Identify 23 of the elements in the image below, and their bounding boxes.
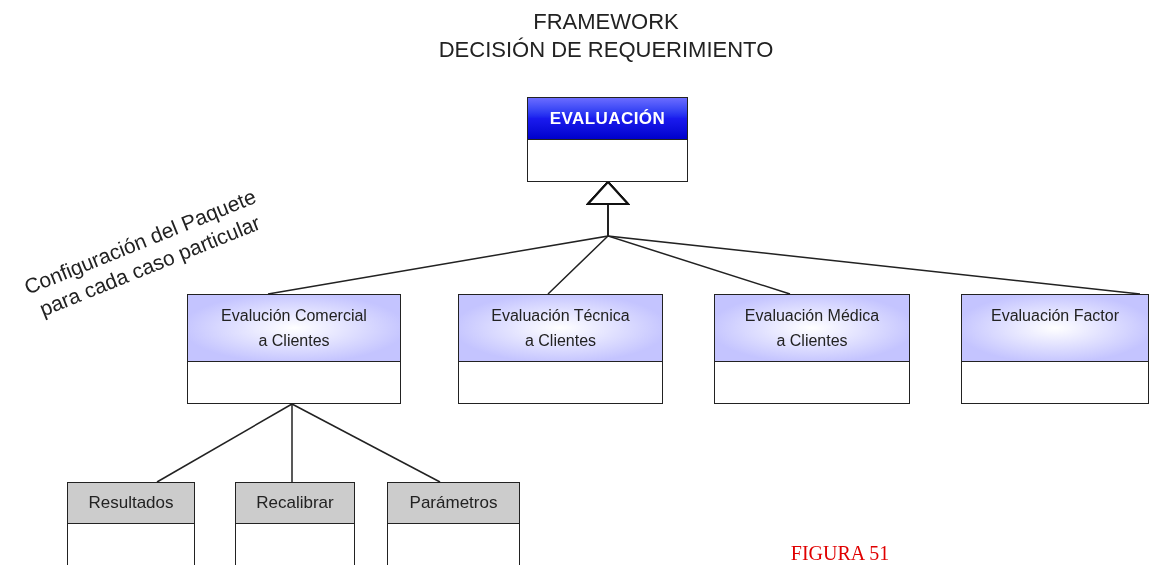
class-box: [458, 294, 663, 404]
generalization-arrow: [587, 181, 1141, 295]
class-box: [235, 482, 355, 565]
class-name: Recalibrar: [256, 492, 334, 515]
class-box: [527, 97, 688, 182]
connector-line: [291, 403, 441, 483]
class-box: [387, 482, 520, 565]
class-name: Evalución Comercial a Clientes: [220, 306, 368, 351]
diagram-title: FRAMEWORK: [532, 8, 680, 36]
class-name: Resultados: [88, 492, 174, 515]
subtitle: DECISIÓN DE REQUERIMIENTO: [437, 36, 775, 64]
class-name: EVALUACIÓN: [549, 107, 666, 130]
class-name: Evaluación Técnica a Clientes: [490, 306, 631, 351]
class-box: [67, 482, 195, 565]
figure-caption: FIGURA 51: [789, 541, 891, 565]
connector-line: [291, 403, 293, 483]
class-box: [187, 294, 401, 404]
class-name: Evaluación Factor: [990, 306, 1120, 326]
class-name: Evaluación Médica a Clientes: [743, 306, 881, 351]
class-name: Parámetros: [409, 492, 498, 515]
class-box: [961, 294, 1149, 404]
class-box: [714, 294, 910, 404]
connector-line: [156, 403, 293, 483]
